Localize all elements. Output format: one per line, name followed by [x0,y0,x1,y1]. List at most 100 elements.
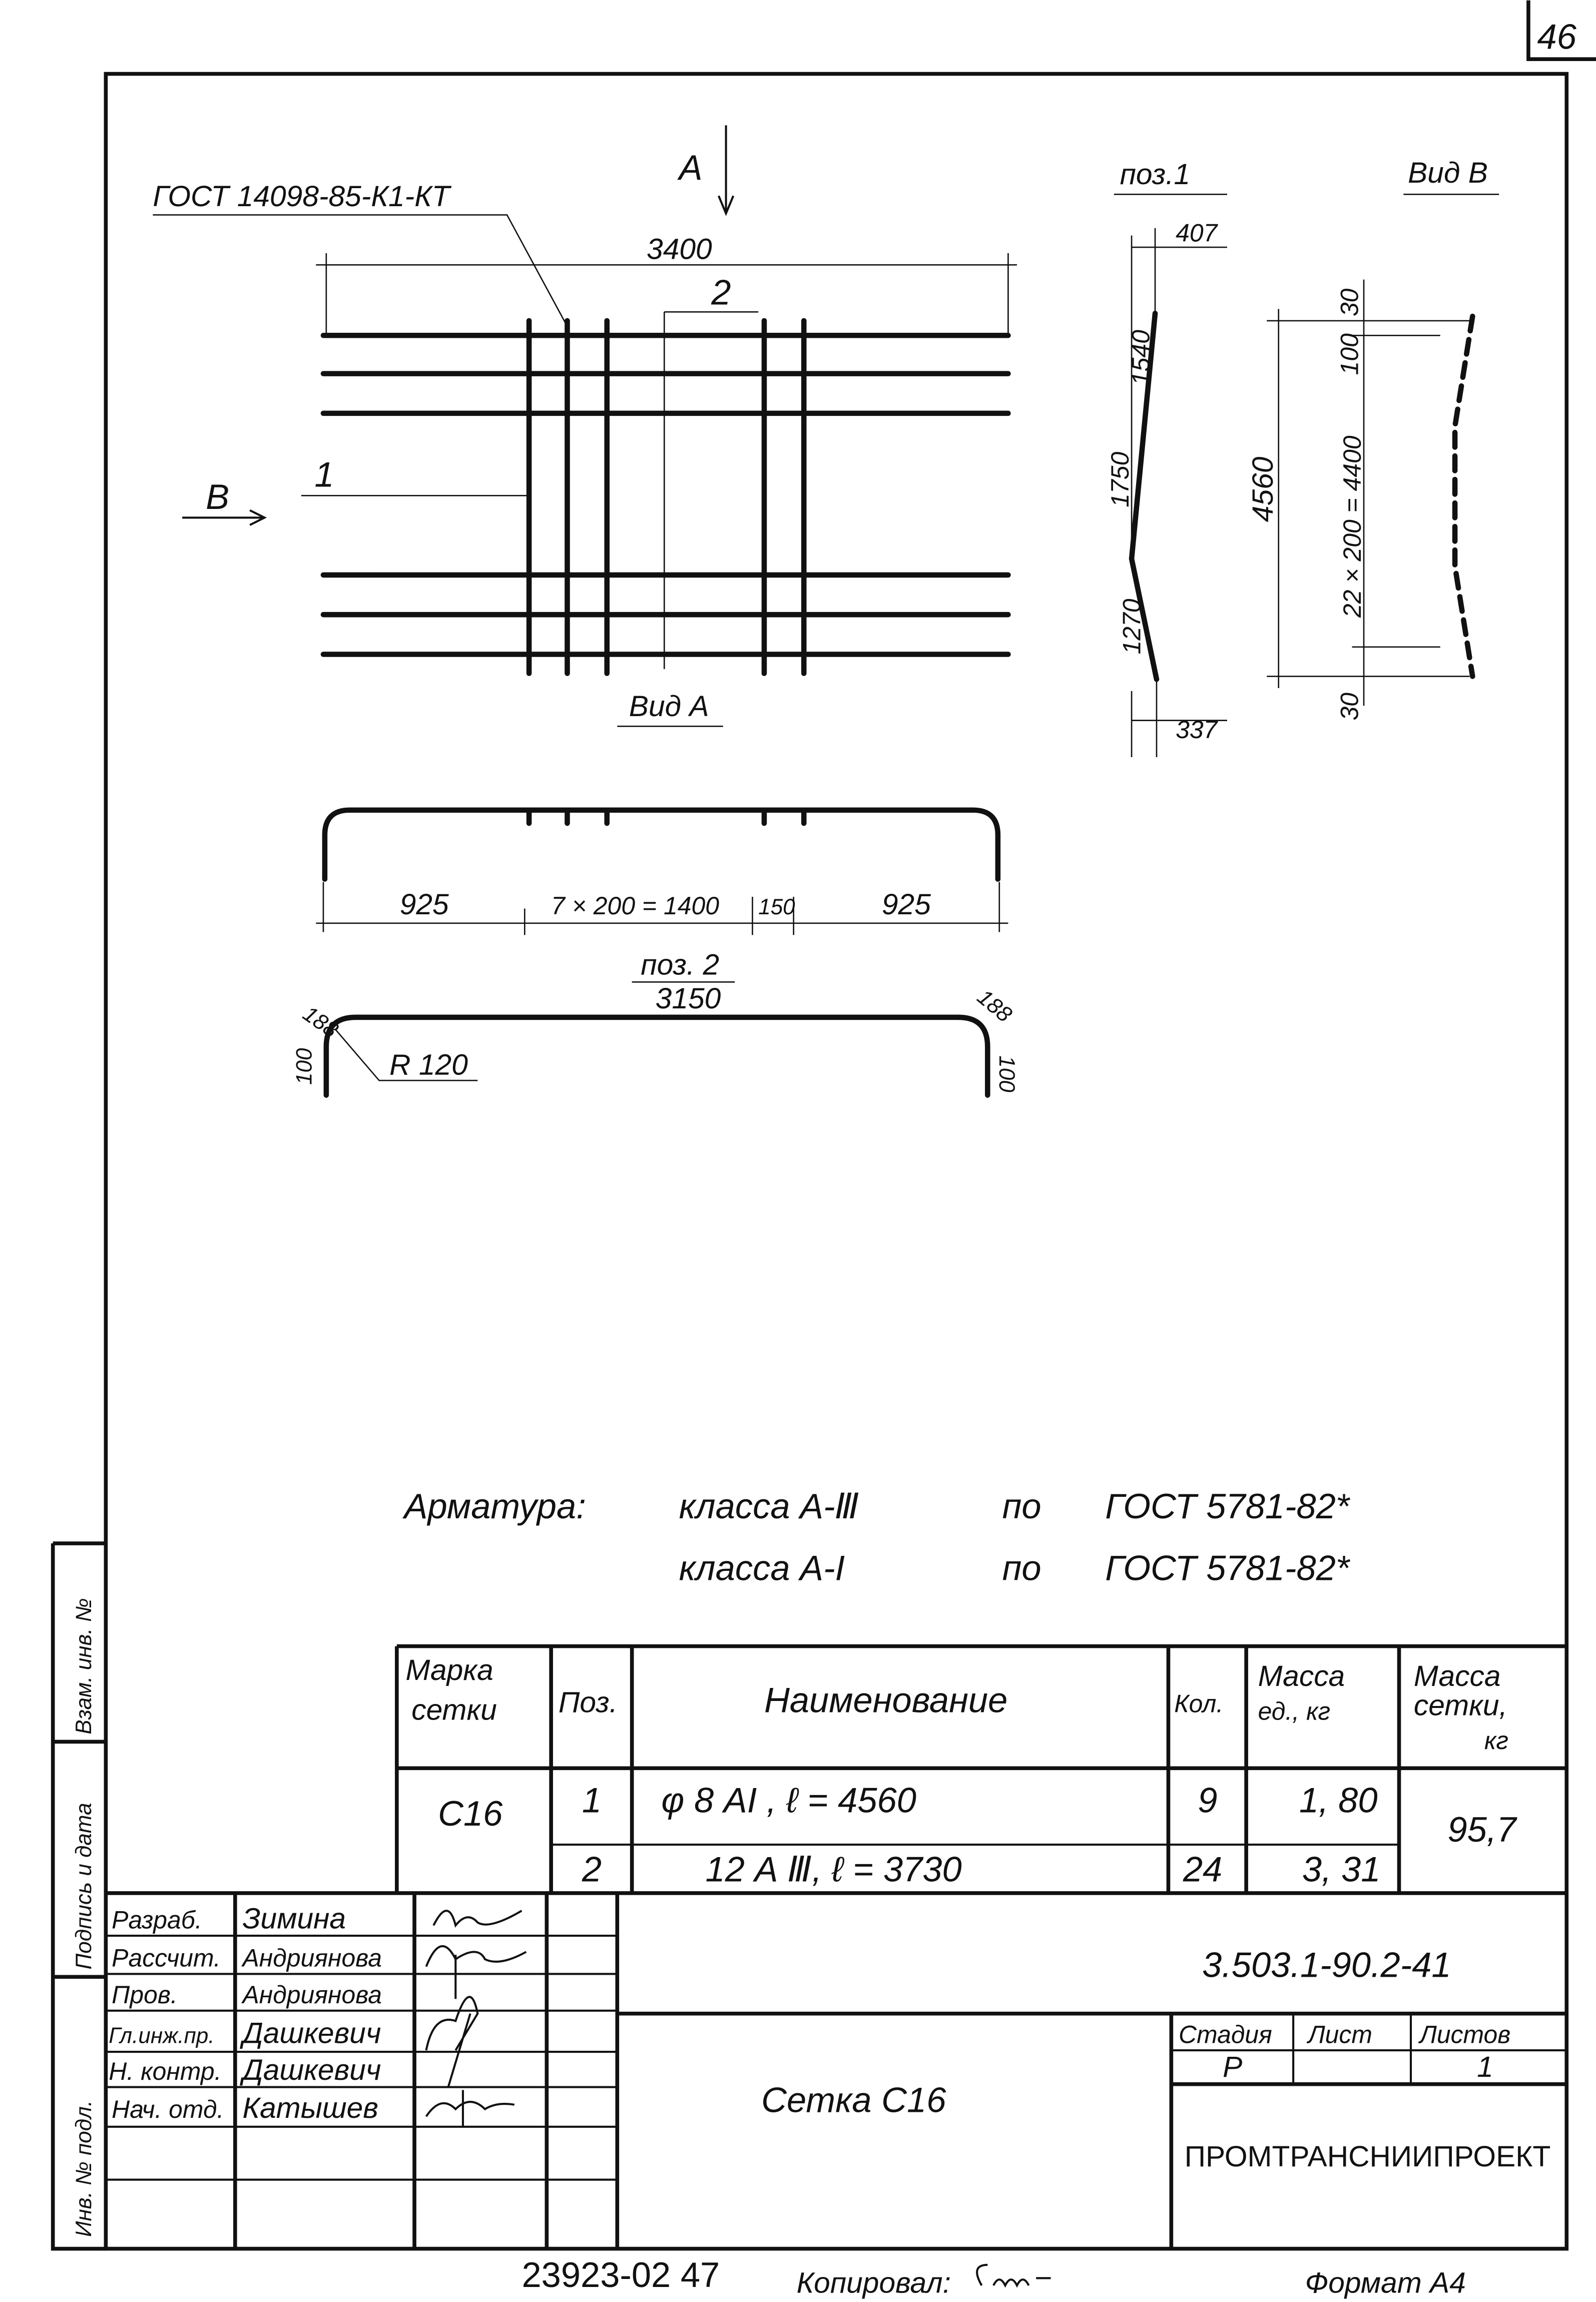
longitudinal-bars [320,332,1011,657]
cell-unit-mass: 3, 31 [1302,1849,1381,1889]
header-mark-2: сетки [411,1693,497,1726]
specification-table: Марка сетки Поз. Наименование Кол. Масса… [395,1644,1567,1893]
notes-line2-po: по [1002,1548,1041,1587]
sheets-header: Листов [1418,2020,1511,2048]
dim-925-right: 925 [882,888,931,921]
notes-label: Арматура: [402,1486,586,1526]
header-unit-mass-2: ед., кг [1258,1697,1331,1725]
copied-by-label: Копировал: [797,2267,951,2299]
gost-callout: ГОСТ 14098-85-К1-КТ [153,180,451,213]
role-label: Гл.инж.пр. [109,2023,214,2048]
role-label: Разраб. [112,1906,202,1934]
pos1-title: поз.1 [1120,158,1191,191]
people-list: Разраб. Зимина Рассчит. Андриянова Пров.… [109,1902,382,2124]
dim-150: 150 [758,895,795,919]
transverse-bars [526,318,807,676]
cell-name: 12 А Ⅲ, ℓ = 3730 [706,1849,962,1889]
pos2-title: поз. 2 [641,949,719,981]
role-label: Нач. отд. [112,2095,224,2123]
cell-mark: С16 [438,1794,503,1833]
header-unit-mass-1: Масса [1258,1660,1345,1692]
title-block: Разраб. Зимина Рассчит. Андриянова Пров.… [106,1891,1567,2249]
view-b-total: 4560 [1247,456,1279,522]
stamp-signature-date: Подпись и дата [72,1803,96,1970]
signatures [425,1910,527,2127]
format-label: Формат А4 [1305,2267,1466,2299]
stage-header: Стадия [1179,2020,1272,2048]
view-b-top2: 100 [1335,333,1363,375]
designation: 3.503.1-90.2-41 [1202,1945,1451,1984]
cell-mesh-mass: 95,7 [1447,1810,1517,1849]
pos2-bar-detail: поз. 2 3150 188 188 100 100 R 120 [292,949,1019,1098]
person-name: Андриянова [241,1981,382,2009]
pos1-seg2: 1750 [1106,452,1134,507]
view-b-top: 30 [1335,288,1363,316]
reinforcement-notes: Арматура: класса А-Ⅲ по ГОСТ 5781-82* кл… [402,1486,1351,1587]
pos1-seg3: 1270 [1118,599,1146,654]
cell-unit-mass: 1, 80 [1299,1780,1378,1820]
section-2-label: 2 [711,273,731,312]
person-name: Дашкевич [240,2054,381,2086]
person-name: Дашкевич [240,2017,381,2049]
pos2-leg-left: 100 [292,1048,317,1085]
dim-7x200: 7 × 200 = 1400 [551,892,719,920]
view-b-detail: Вид В 4560 22 × 200 = 4400 30 100 30 [1247,157,1499,721]
stage-value: Р [1223,2051,1242,2083]
pos2-leg-right: 100 [994,1055,1019,1092]
side-stamp: Взам. инв. № Подпись и дата Инв. № подл. [51,1541,106,2251]
cell-pos: 1 [582,1780,602,1820]
view-a-arrow-label: А [677,148,703,187]
table-row: 1 φ 8 АI , ℓ = 4560 9 1, 80 [582,1780,1378,1820]
view-b-pitch: 22 × 200 = 4400 [1338,435,1366,618]
pos2-length: 3150 [656,982,721,1015]
role-label: Пров. [112,1981,178,2009]
pos1-seg1: 1540 [1127,330,1155,385]
header-mesh-mass-1: Масса [1414,1660,1501,1692]
sheets-value: 1 [1477,2051,1493,2083]
header-mesh-mass-2: сетки, [1414,1689,1507,1722]
archive-number: 23923-02 47 [521,2255,720,2294]
notes-line1-gost: ГОСТ 5781-82* [1105,1486,1351,1526]
cell-pos: 2 [582,1849,602,1889]
person-name: Андриянова [241,1944,382,1972]
stamp-original-inv: Инв. № подл. [72,2100,96,2237]
pos2-bend-left: 188 [298,1001,343,1043]
view-a-elevation: 925 7 × 200 = 1400 150 925 [316,807,1008,935]
view-b-title: Вид В [1408,157,1488,189]
dim-925-left: 925 [400,888,449,921]
person-name: Катышев [243,2092,378,2124]
section-1-label: 1 [314,455,334,494]
role-label: Рассчит. [112,1944,221,1972]
cell-name: φ 8 АI , ℓ = 4560 [661,1780,916,1820]
pos2-radius: R 120 [389,1048,468,1081]
cell-qty: 9 [1198,1780,1217,1820]
header-mesh-mass-3: кг [1484,1726,1508,1755]
view-a-title: Вид А [629,690,709,723]
notes-line1-class: класса А-Ⅲ [679,1486,860,1526]
pos1-bar-detail: поз.1 407 1540 1750 1270 337 [1106,158,1227,758]
header-mark-1: Марка [405,1654,493,1686]
view-b-arrow-label: В [206,477,229,516]
pos1-bottom-offset: 337 [1176,716,1219,744]
copier-signature [976,2263,1051,2288]
drawing-title: Сетка С16 [761,2080,946,2119]
mesh-plan-view: 3400 2 1 В А ГОСТ 14098-85-К1-КТ Вид А [153,125,1017,727]
header-name: Наименование [764,1680,1007,1720]
dim-3400: 3400 [647,233,712,266]
company-name: ПРОМТРАНСНИИПРОЕКТ [1185,2140,1551,2173]
view-a-arrow-icon [718,125,735,216]
footer: 23923-02 47 Копировал: Формат А4 [521,2255,1465,2299]
sheet-number: 46 [1537,17,1577,57]
view-b-arrow-icon [182,509,267,526]
role-label: Н. контр. [109,2057,221,2085]
pos1-top-offset: 407 [1176,219,1219,247]
drawing-frame [104,72,1569,2251]
notes-line2-gost: ГОСТ 5781-82* [1105,1548,1351,1587]
view-b-bottom: 30 [1335,693,1363,721]
sheet-header: Лист [1306,2020,1372,2048]
table-row: 2 12 А Ⅲ, ℓ = 3730 24 3, 31 [582,1849,1381,1889]
header-qty: Кол. [1174,1690,1223,1718]
notes-line2-class: класса А-I [679,1548,845,1587]
notes-line1-po: по [1002,1486,1041,1526]
